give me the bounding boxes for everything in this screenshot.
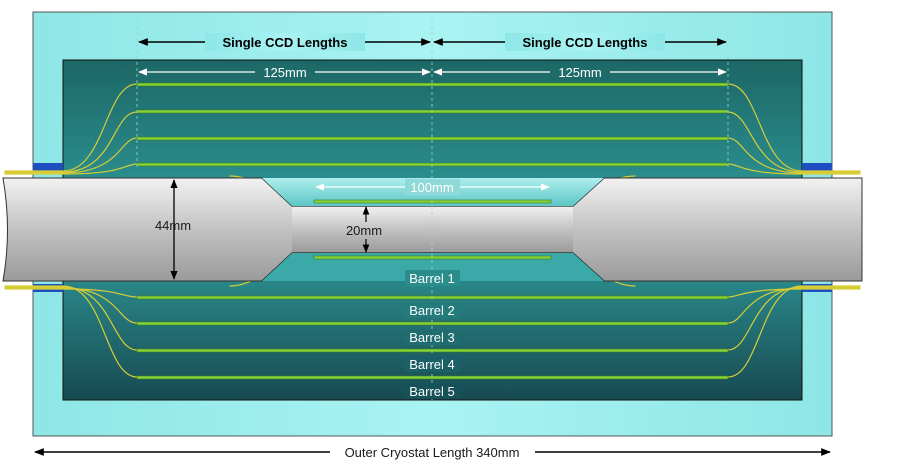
- lower-ladders: [4, 175, 861, 380]
- upper-ladders: [4, 82, 861, 175]
- ccd-length-label-right: Single CCD Lengths: [523, 35, 648, 50]
- barrel-1-ladders: [313, 199, 552, 260]
- barrel-3-label: Barrel 3: [409, 330, 455, 345]
- cryostat-length-label: Outer Cryostat Length 340mm: [345, 445, 520, 460]
- inner-length-label: 100mm: [410, 180, 453, 195]
- ccd-length-label-left: Single CCD Lengths: [223, 35, 348, 50]
- guide-lines: [136, 20, 729, 400]
- mm-label-left: 125mm: [263, 65, 306, 80]
- barrel-4-label: Barrel 4: [409, 357, 455, 372]
- mm-label-right: 125mm: [558, 65, 601, 80]
- beam-pipe-neck: [292, 206, 573, 253]
- barrel-labels: Barrel 1 Barrel 2 Barrel 3 Barrel 4 Barr…: [405, 270, 460, 399]
- outer-diameter-label: 44mm: [155, 218, 191, 233]
- barrel-2-label: Barrel 2: [409, 303, 455, 318]
- barrel-1-label: Barrel 1: [409, 271, 455, 286]
- gap-label: 20mm: [346, 223, 382, 238]
- barrel-5-label: Barrel 5: [409, 384, 455, 399]
- neck-gap-bottom: [262, 253, 604, 281]
